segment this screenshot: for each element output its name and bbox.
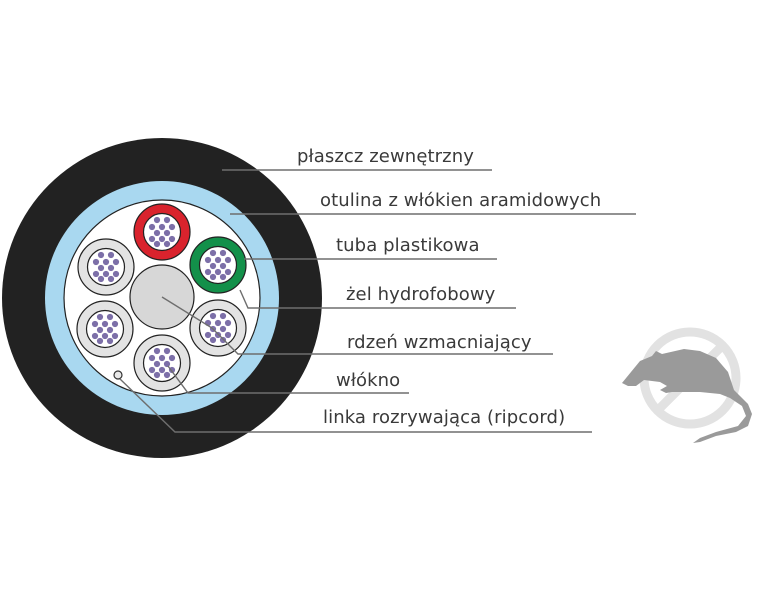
fiber (111, 320, 119, 328)
fiber (204, 268, 212, 276)
fiber (224, 319, 232, 327)
fiber (153, 216, 161, 224)
fiber (92, 270, 100, 278)
fiber (91, 320, 99, 328)
label-ripcord: linka rozrywająca (ripcord) (323, 407, 566, 428)
fiber (214, 319, 222, 327)
fiber (163, 360, 171, 368)
fiber (204, 331, 212, 339)
fiber (163, 216, 171, 224)
fiber (153, 229, 161, 237)
fiber (224, 331, 232, 339)
tube (76, 300, 134, 358)
tube (77, 238, 135, 296)
fiber (153, 240, 161, 248)
tube-green (189, 236, 247, 294)
label-strength-member: rdzeń wzmacniający (347, 332, 532, 353)
fiber (148, 366, 156, 374)
fiber (153, 371, 161, 379)
fiber (209, 249, 217, 257)
fiber (97, 251, 105, 259)
fiber (219, 336, 227, 344)
fiber (96, 313, 104, 321)
fiber (209, 312, 217, 320)
fiber (107, 264, 115, 272)
fiber (107, 251, 115, 259)
fiber (163, 371, 171, 379)
fiber (106, 313, 114, 321)
fiber (224, 256, 232, 264)
fiber (224, 268, 232, 276)
fiber (163, 229, 171, 237)
fiber (214, 256, 222, 264)
leader-hydrophobic-gel (239, 289, 516, 309)
rodent-proof-icon (622, 327, 752, 443)
fiber (91, 332, 99, 340)
fiber (219, 312, 227, 320)
fiber (214, 268, 222, 276)
label-outer-jacket: płaszcz zewnętrzny (297, 146, 474, 167)
fiber (101, 332, 109, 340)
fiber (214, 331, 222, 339)
fiber (209, 273, 217, 281)
fiber (148, 223, 156, 231)
label-aramid-yarn: otulina z włókien aramidowych (320, 190, 602, 211)
fiber (219, 249, 227, 257)
fiber (106, 337, 114, 345)
fiber (163, 240, 171, 248)
tube (133, 334, 191, 392)
fiber (158, 366, 166, 374)
fiber (209, 336, 217, 344)
fiber (96, 337, 104, 345)
leader-ripcord (119, 378, 592, 433)
rat-silhouette-icon (622, 349, 752, 443)
fiber (163, 347, 171, 355)
fiber (168, 354, 176, 362)
fiber (148, 354, 156, 362)
fiber (112, 258, 120, 266)
fiber (97, 275, 105, 283)
fiber (158, 235, 166, 243)
ripcord (113, 370, 123, 380)
fiber (158, 354, 166, 362)
fiber (153, 347, 161, 355)
fiber (102, 258, 110, 266)
fiber (102, 270, 110, 278)
label-plastic-tube: tuba plastikowa (336, 235, 480, 256)
fiber (219, 262, 227, 270)
label-fiber: włókno (336, 370, 401, 391)
fiber (107, 275, 115, 283)
fiber (153, 360, 161, 368)
fiber (219, 325, 227, 333)
tube-red (133, 203, 191, 261)
fiber (168, 235, 176, 243)
fiber (101, 320, 109, 328)
fiber (148, 235, 156, 243)
fiber (96, 326, 104, 334)
fiber (158, 223, 166, 231)
fiber (204, 256, 212, 264)
fiber (112, 270, 120, 278)
fiber (97, 264, 105, 272)
fiber (168, 223, 176, 231)
fiber (111, 332, 119, 340)
fiber (219, 273, 227, 281)
tube (189, 299, 247, 357)
fiber (106, 326, 114, 334)
fiber (92, 258, 100, 266)
leader-strength-member (161, 296, 553, 355)
fiber (209, 262, 217, 270)
leader-fiber (167, 365, 409, 394)
label-hydrophobic-gel: żel hydrofobowy (346, 284, 496, 305)
